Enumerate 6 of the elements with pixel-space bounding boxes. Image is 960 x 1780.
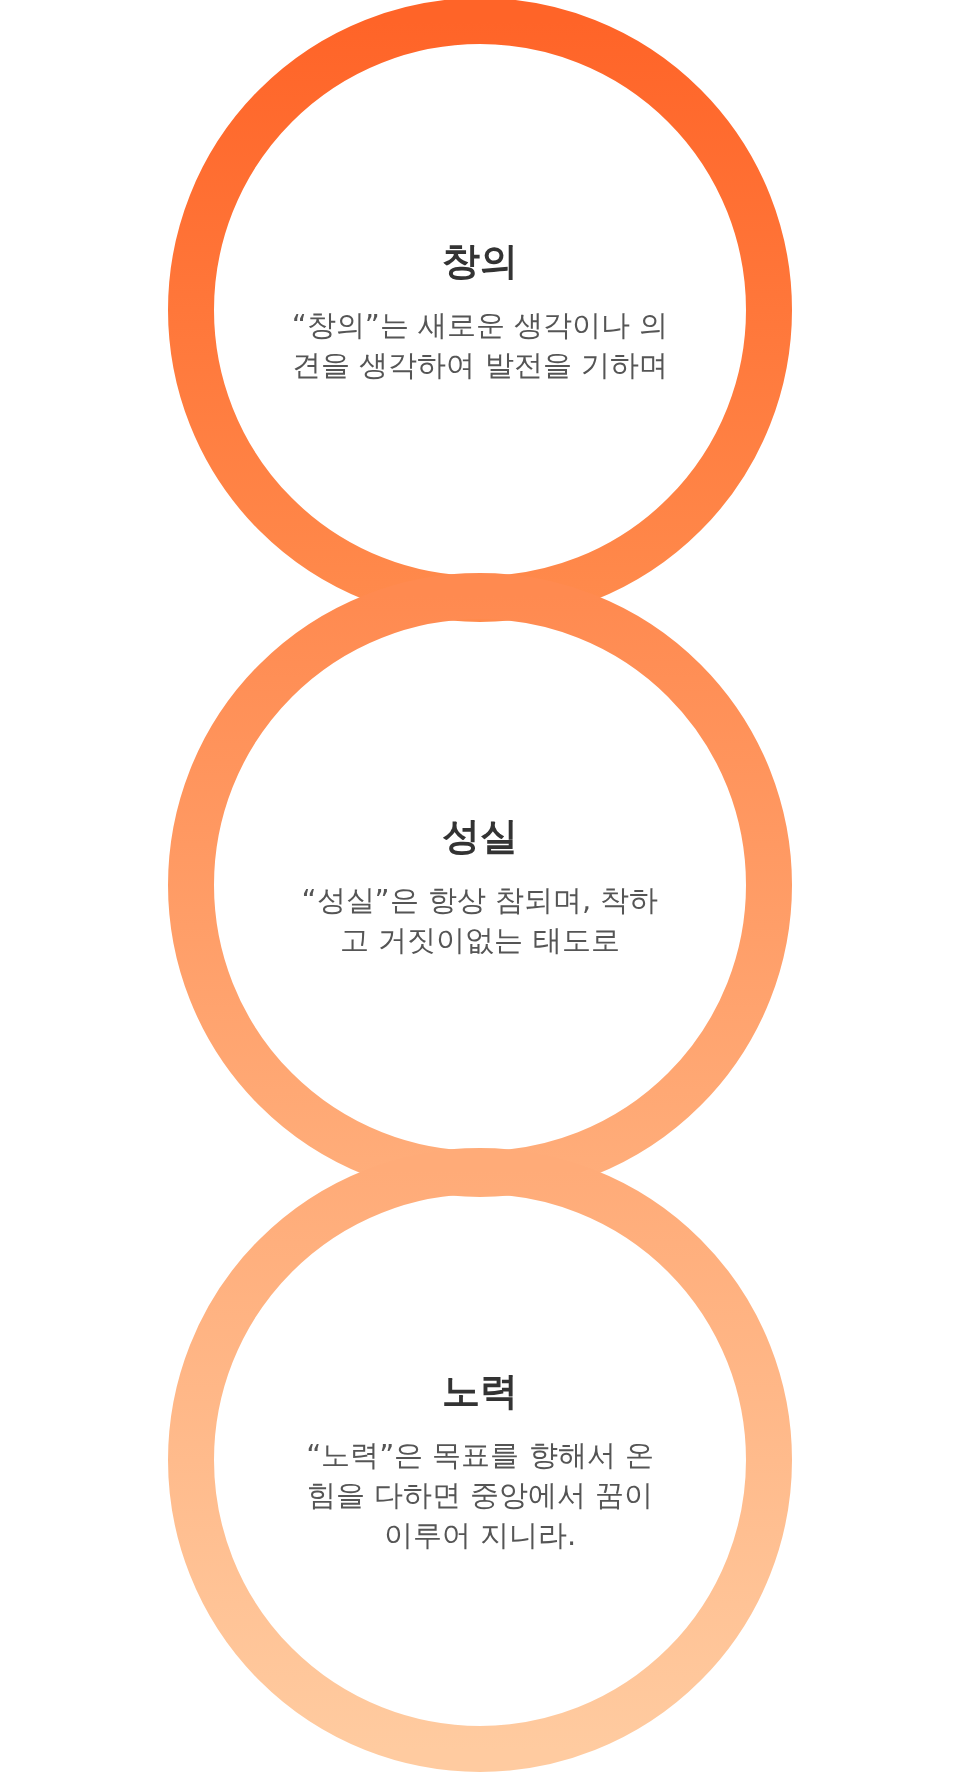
description: “창의”는 새로운 생각이나 의견을 생각하여 발전을 기하며: [290, 306, 670, 384]
description: “성실”은 항상 참되며, 착하고 거짓이없는 태도로: [300, 881, 660, 959]
description: “노력”은 목표를 향해서 온 힘을 다하면 중앙에서 꿈이 이루어 지니라.: [305, 1436, 655, 1554]
heading: 노력: [442, 1367, 518, 1415]
heading: 성실: [442, 812, 518, 860]
heading: 창의: [442, 237, 518, 285]
